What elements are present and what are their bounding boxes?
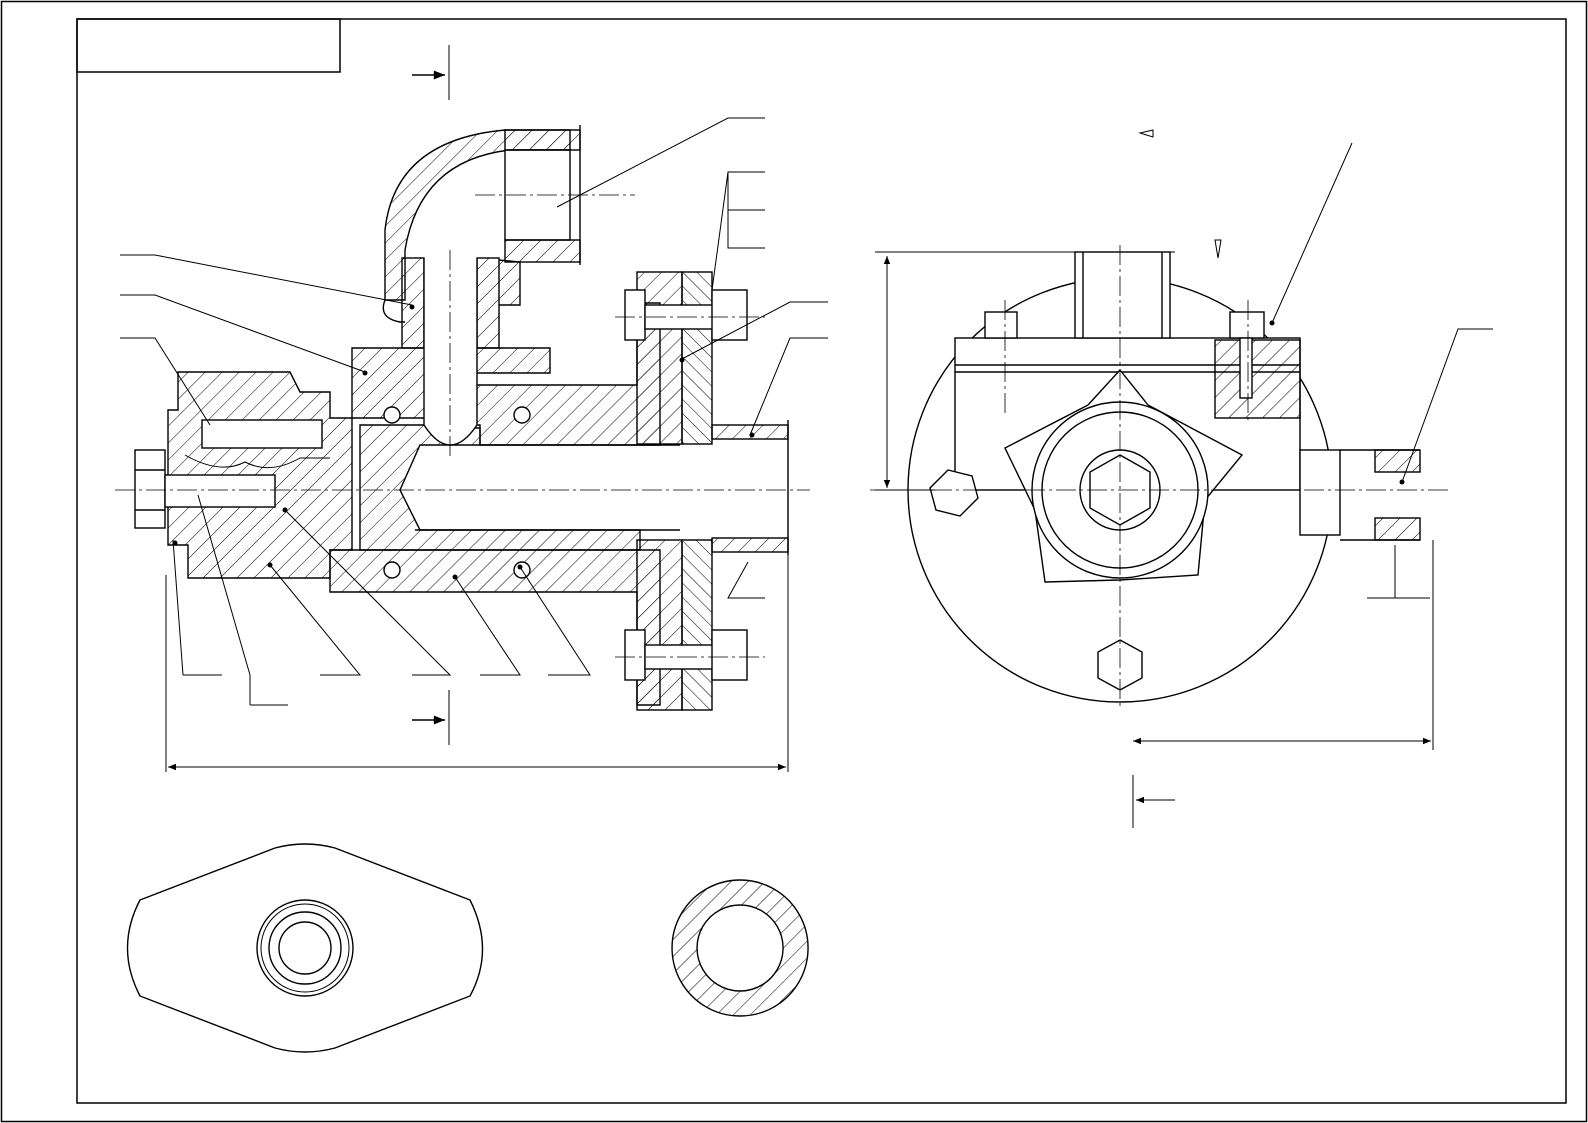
end-view-width-dimension [1133,540,1434,750]
tube-section [671,879,809,1017]
longitudinal-section [115,45,828,772]
end-bolt-shank [164,474,276,508]
flange-view [126,843,484,1053]
body-lower [329,549,661,706]
flange-outline [126,843,484,1053]
flange-left-plate [636,271,683,445]
section-cut-marks [412,45,450,745]
flange-bore-inner [278,921,332,975]
body-upper [351,302,661,446]
leader-dots [172,304,755,580]
pin-slot [201,419,323,449]
flange-right-plate [681,271,713,445]
end-view-section-mark [1132,775,1175,828]
inner-border [76,18,1567,1104]
side-outlet-body [1299,449,1341,536]
view-indicator-down-icon [1214,239,1222,259]
end-view-height-dimension [875,251,1175,491]
elbow-coupling-bottom [504,239,581,263]
end-view-hatched-insert [1214,339,1301,419]
centerlines [115,194,810,658]
flange-boss-outer [256,899,354,997]
side-outlet-pipe-bottom [1374,517,1421,541]
flange-left-lower [636,539,683,711]
flange-bore-outer [268,911,342,985]
flange-right-lower [681,539,713,711]
end-view-bolt-left [984,311,1018,339]
end-view [870,129,1493,828]
view-indicator-left-icon [1138,129,1154,138]
outlet-pipe-top [711,424,789,440]
riser-pipe-right [476,257,500,349]
title-box [76,18,341,73]
flange-boss-mid [260,903,350,993]
elbow-coupling-top [504,129,581,151]
end-view-top-pipe [1074,251,1171,339]
side-outlet-pipe-top [1374,449,1421,473]
overall-length-dimension [165,555,789,772]
outlet-pipe-bottom [711,537,789,553]
inner-spool [359,424,641,551]
end-view-centerlines [870,245,1450,710]
end-view-bolt-right [1229,311,1265,339]
end-bolt-head [134,449,166,529]
end-view-leader-lines [1271,142,1493,599]
leader-lines [120,117,828,706]
tube-ring-hatched [671,879,809,1017]
hex-nut-left-icon [929,469,979,517]
